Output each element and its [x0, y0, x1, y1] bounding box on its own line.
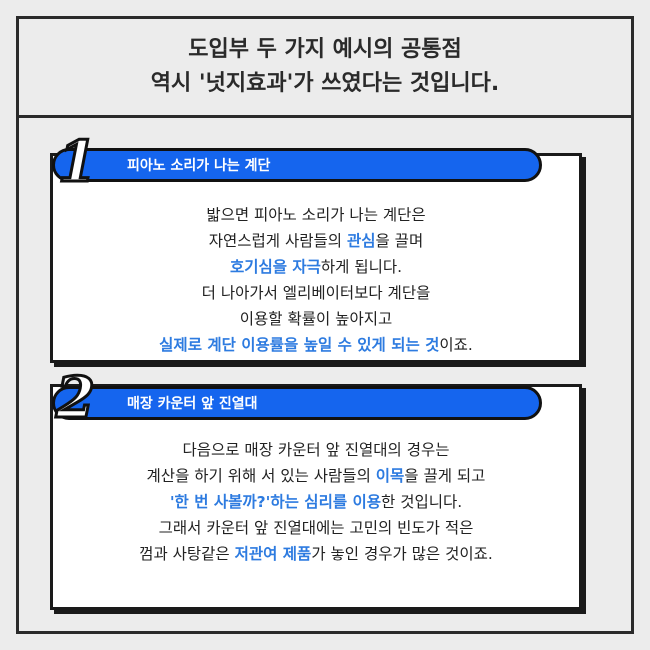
highlight-text: '한 번 사볼까?'하는 심리를 이용 — [169, 493, 382, 511]
highlight-text: 관심 — [346, 232, 376, 250]
body-text-segment: 밟으면 피아노 소리가 나는 계단은 — [206, 206, 426, 224]
body-line: '한 번 사볼까?'하는 심리를 이용한 것입니다. — [53, 489, 579, 515]
highlight-text: 이목 — [375, 467, 405, 485]
header-line-1: 도입부 두 가지 예시의 공통점 — [188, 37, 462, 62]
body-line: 이용할 확률이 높아지고 — [53, 306, 579, 332]
body-text-segment: 그래서 카운터 앞 진열대에는 고민의 빈도가 적은 — [158, 519, 474, 537]
section-2-number: 2 — [55, 365, 97, 431]
section-2-title: 매장 카운터 앞 진열대 — [127, 396, 258, 412]
body-text-segment: 다음으로 매장 카운터 앞 진열대의 경우는 — [182, 441, 450, 459]
body-text-segment: 한 것입니다. — [381, 493, 463, 511]
body-text-segment: 이용할 확률이 높아지고 — [239, 310, 393, 328]
body-line: 그래서 카운터 앞 진열대에는 고민의 빈도가 적은 — [53, 515, 579, 541]
body-text-segment: 을 끌게 되고 — [404, 467, 486, 485]
highlight-text: 저관여 제품 — [234, 545, 312, 563]
body-line: 껌과 사탕같은 저관여 제품가 놓인 경우가 많은 것이죠. — [53, 541, 579, 567]
body-text-segment: 껌과 사탕같은 — [139, 545, 235, 563]
header-line-2: 역시 '넛지효과'가 쓰였다는 것입니다. — [150, 71, 500, 96]
body-text-segment: 더 나아가서 엘리베이터보다 계단을 — [201, 284, 431, 302]
section-1-number: 1 — [57, 129, 99, 195]
body-text-segment: 하게 됩니다. — [320, 258, 403, 276]
body-text-segment: 을 끌며 — [375, 232, 424, 250]
body-line: 자연스럽게 사람들의 관심을 끌며 — [53, 228, 579, 254]
body-line: 계산을 하기 위해 서 있는 사람들의 이목을 끌게 되고 — [53, 463, 579, 489]
highlight-text: 호기심을 자극 — [229, 258, 321, 276]
body-line: 밟으면 피아노 소리가 나는 계단은 — [53, 202, 579, 228]
body-line: 실제로 계단 이용률을 높일 수 있게 되는 것이죠. — [53, 332, 579, 358]
header: 도입부 두 가지 예시의 공통점 역시 '넛지효과'가 쓰였다는 것입니다. — [19, 19, 631, 118]
section-1-title-bar: 피아노 소리가 나는 계단 — [52, 148, 542, 182]
body-text-segment: 이죠. — [439, 336, 473, 354]
body-line: 다음으로 매장 카운터 앞 진열대의 경우는 — [53, 437, 579, 463]
body-line: 더 나아가서 엘리베이터보다 계단을 — [53, 280, 579, 306]
body-text-segment: 계산을 하기 위해 서 있는 사람들의 — [146, 467, 376, 485]
body-text-segment: 가 놓인 경우가 많은 것이죠. — [311, 545, 493, 563]
section-1-title: 피아노 소리가 나는 계단 — [127, 158, 271, 174]
body-line: 호기심을 자극하게 됩니다. — [53, 254, 579, 280]
highlight-text: 실제로 계단 이용률을 높일 수 있게 되는 것 — [159, 336, 440, 354]
body-text-segment: 자연스럽게 사람들의 — [208, 232, 347, 250]
section-2-title-bar: 매장 카운터 앞 진열대 — [52, 386, 542, 420]
